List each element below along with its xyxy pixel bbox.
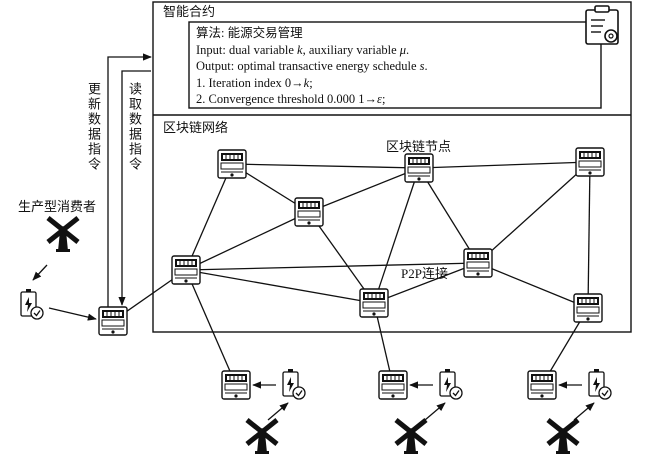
blockchain-node-2 <box>404 153 434 183</box>
windmill-icon <box>48 218 78 252</box>
p2p-connection-label: P2P连接 <box>401 266 448 281</box>
algorithm-output: Output: optimal transactive energy sched… <box>196 59 428 73</box>
blockchain-node-8 <box>573 293 603 323</box>
windmill-to-battery-arrow <box>424 402 446 421</box>
battery-icon <box>588 368 612 400</box>
prosumer-label: 生产型消费者 <box>18 199 97 214</box>
read-data-arrow <box>118 70 151 306</box>
algorithm-step-2: 2. Convergence threshold 0.000 1→ε; <box>196 92 386 106</box>
windmill-icon <box>396 420 426 454</box>
algorithm-title: 算法: 能源交易管理 <box>196 26 303 40</box>
update-data-arrow <box>107 53 152 307</box>
main-frame <box>152 1 632 333</box>
windmill-to-battery-arrow <box>267 402 289 421</box>
algorithm-box <box>188 21 602 109</box>
windmill-to-battery-arrow <box>573 402 595 421</box>
clipboard-gear-icon <box>585 5 619 45</box>
windmill-icon <box>247 420 277 454</box>
battery-icon <box>20 288 44 320</box>
blockchain-network-title: 区块链网络 <box>163 120 229 135</box>
algorithm-input: Input: dual variable k, auxiliary variab… <box>196 42 410 57</box>
battery-icon <box>439 368 463 400</box>
prosumer-meter-1 <box>221 370 251 400</box>
algorithm-text: 算法: 能源交易管理 Input: dual variable k, auxil… <box>196 25 428 108</box>
blockchain-node-4 <box>294 197 324 227</box>
prosumer-meter-2 <box>378 370 408 400</box>
smart-contract-title: 智能合约 <box>163 4 216 19</box>
windmill-to-battery-arrow <box>32 264 48 281</box>
blockchain-node-6 <box>463 248 493 278</box>
prosumer-meter-3 <box>527 370 557 400</box>
blockchain-node-label: 区块链节点 <box>386 139 452 154</box>
blockchain-node-5 <box>171 255 201 285</box>
algorithm-step-1: 1. Iteration index 0→k; <box>196 75 313 90</box>
windmill-icon <box>548 420 578 454</box>
battery-icon <box>282 368 306 400</box>
prosumer-meter-left <box>98 306 128 336</box>
blockchain-node-7 <box>359 288 389 318</box>
blockchain-node-3 <box>575 147 605 177</box>
battery-to-meter-arrow <box>48 307 97 321</box>
read-data-label: 读取数据指令 <box>127 82 142 172</box>
update-data-label: 更新数据指令 <box>86 82 101 172</box>
blockchain-node-1 <box>217 149 247 179</box>
